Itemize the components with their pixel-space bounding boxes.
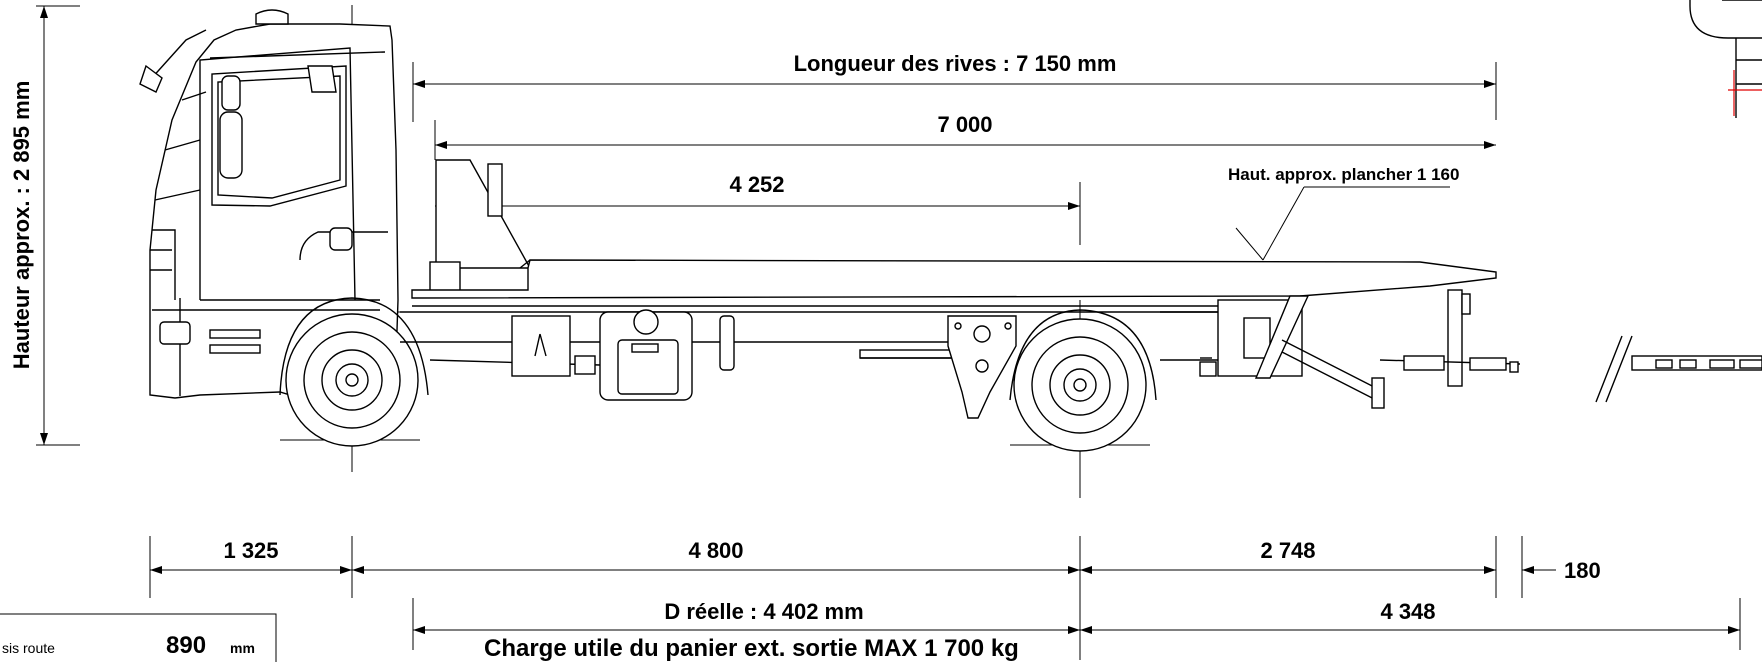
dim-hauteur: Hauteur approx. : 2 895 mm (9, 5, 80, 446)
info-box-value: 890 (166, 632, 206, 659)
label-rear-overhang: 2 748 (1260, 538, 1315, 563)
dim-longueur-rives: Longueur des rives : 7 150 mm (412, 51, 1497, 122)
label-front-overhang: 1 325 (223, 538, 278, 563)
label-d-reelle: D réelle : 4 402 mm (664, 599, 863, 624)
truck-illustration (139, 0, 1762, 498)
label-charge-utile: Charge utile du panier ext. sortie MAX 1… (484, 635, 1019, 662)
info-box: sis route 890 mm (0, 613, 277, 662)
info-box-unit: mm (230, 640, 255, 656)
label-rear-length: 4 348 (1380, 599, 1435, 624)
dim-plateau: 7 000 (434, 112, 1496, 160)
label-longueur-rives: Longueur des rives : 7 150 mm (794, 51, 1117, 76)
dim-partial: 4 252 (435, 172, 1081, 245)
dim-bottom-row2: D réelle : 4 402 mm 4 348 (412, 598, 1741, 650)
label-hauteur: Hauteur approx. : 2 895 mm (9, 81, 34, 370)
label-wheelbase: 4 800 (688, 538, 743, 563)
dim-plancher: Haut. approx. plancher 1 160 (1228, 165, 1459, 261)
info-box-label: sis route (2, 640, 55, 656)
dim-bottom-row1: 1 325 4 800 2 748 180 (149, 536, 1601, 660)
label-partial: 4 252 (729, 172, 784, 197)
label-plancher: Haut. approx. plancher 1 160 (1228, 165, 1459, 184)
label-plateau: 7 000 (937, 112, 992, 137)
label-extension: 180 (1564, 558, 1601, 583)
